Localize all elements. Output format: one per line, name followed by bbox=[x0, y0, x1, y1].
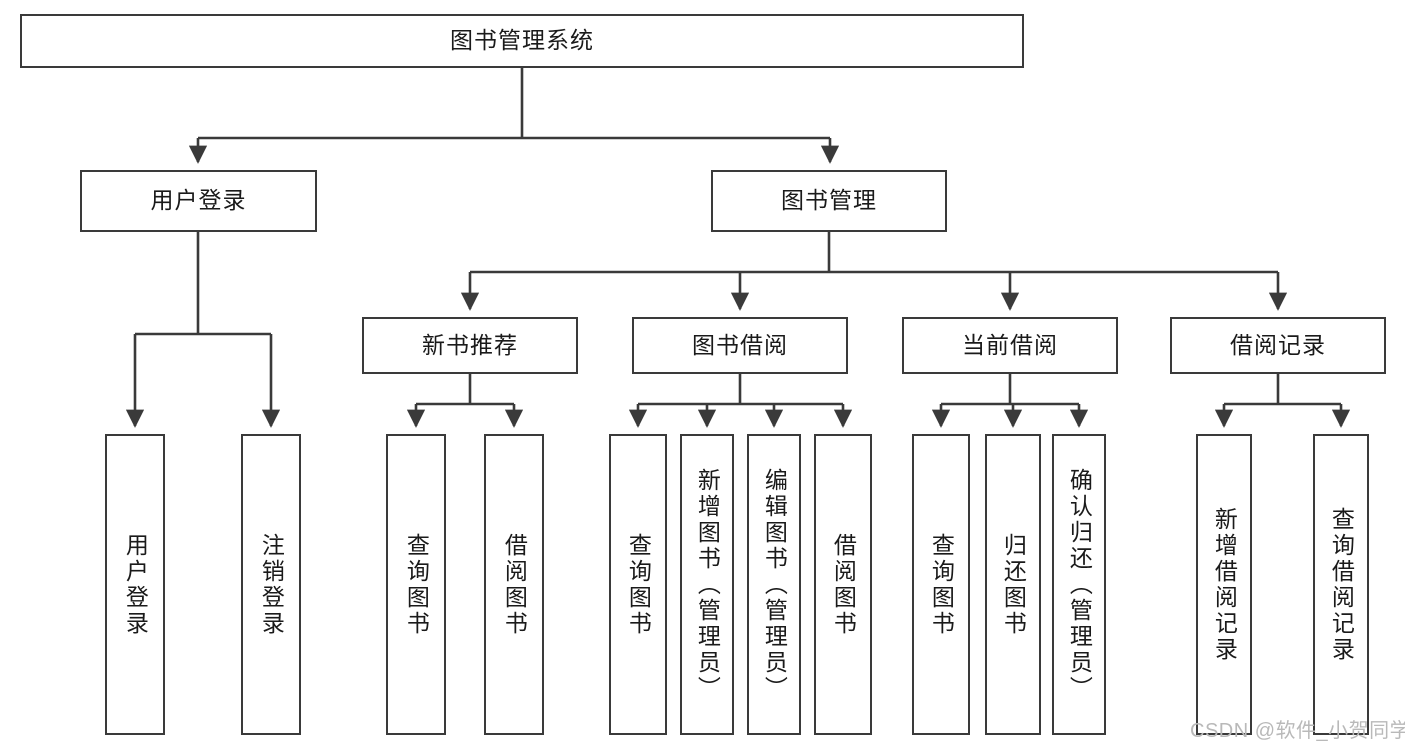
leaf-add-borrow-record[interactable]: 新增借阅记录 bbox=[1196, 434, 1252, 735]
leaf-query-book-recommend[interactable]: 查询图书 bbox=[386, 434, 446, 735]
leaf-add-book-admin[interactable]: 新增图书（管理员） bbox=[680, 434, 734, 735]
leaf-borrow-book-recommend[interactable]: 借阅图书 bbox=[484, 434, 544, 735]
leaf-borrow-book-borrow[interactable]: 借阅图书 bbox=[814, 434, 872, 735]
node-book-borrow[interactable]: 图书借阅 bbox=[632, 317, 848, 374]
csdn-watermark: CSDN @软件_小贺同学 bbox=[1190, 720, 1405, 742]
node-current-borrow[interactable]: 当前借阅 bbox=[902, 317, 1118, 374]
node-root[interactable]: 图书管理系统 bbox=[20, 14, 1024, 68]
node-borrow-record[interactable]: 借阅记录 bbox=[1170, 317, 1386, 374]
leaf-edit-book-admin[interactable]: 编辑图书（管理员） bbox=[747, 434, 801, 735]
node-new-book-recommend[interactable]: 新书推荐 bbox=[362, 317, 578, 374]
node-user-login[interactable]: 用户登录 bbox=[80, 170, 317, 232]
leaf-logout-login[interactable]: 注销登录 bbox=[241, 434, 301, 735]
leaf-return-book[interactable]: 归还图书 bbox=[985, 434, 1041, 735]
leaf-user-login[interactable]: 用户登录 bbox=[105, 434, 165, 735]
leaf-query-book-borrow[interactable]: 查询图书 bbox=[609, 434, 667, 735]
leaf-query-book-current[interactable]: 查询图书 bbox=[912, 434, 970, 735]
leaf-query-borrow-record[interactable]: 查询借阅记录 bbox=[1313, 434, 1369, 735]
node-book-manage[interactable]: 图书管理 bbox=[711, 170, 947, 232]
leaf-confirm-return-admin[interactable]: 确认归还（管理员） bbox=[1052, 434, 1106, 735]
